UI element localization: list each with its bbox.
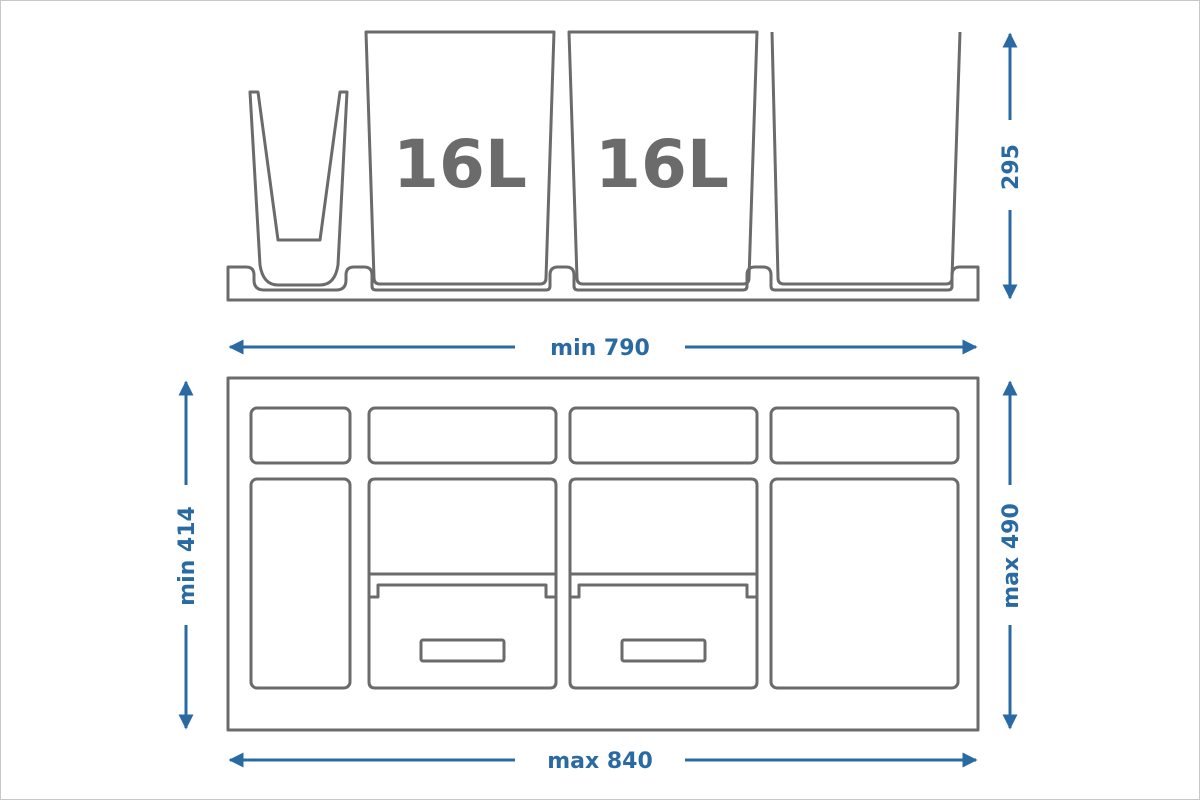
height-dimension-label: 295	[999, 144, 1024, 190]
top-view-frame	[226, 376, 980, 732]
compartment-16l-2	[568, 477, 759, 690]
side-view-small-bin	[248, 90, 349, 287]
side-view-bin-16l-1	[364, 30, 556, 286]
depth-min-label: min 414	[175, 506, 200, 606]
max-width-label: max 840	[547, 749, 653, 774]
lid-small	[249, 406, 352, 465]
compartment-16l-2-handle	[620, 638, 707, 663]
side-view-bin-16l-2	[567, 30, 759, 286]
compartment-16l-1-front	[369, 583, 556, 599]
side-view: 16L 16L 295	[226, 30, 1024, 302]
side-view-base-tray	[226, 265, 980, 302]
compartment-small	[249, 477, 352, 690]
top-view: min 414 max 490	[175, 376, 1024, 732]
min-width-label: min 790	[550, 336, 650, 361]
bin-16l-label-1: 16L	[393, 126, 527, 203]
compartment-large	[769, 477, 960, 690]
bin-16l-label-2: 16L	[595, 126, 729, 203]
compartment-16l-1-handle	[419, 638, 506, 663]
lid-16l-1	[367, 406, 558, 465]
lid-large	[769, 406, 960, 465]
max-width-dimension: max 840	[228, 749, 978, 774]
compartment-16l-1	[367, 477, 558, 690]
compartment-16l-2-front	[570, 583, 757, 599]
min-width-dimension: min 790	[228, 336, 978, 361]
lid-16l-2	[568, 406, 759, 465]
side-view-bin-large	[770, 31, 962, 286]
depth-max-label: max 490	[999, 503, 1024, 609]
